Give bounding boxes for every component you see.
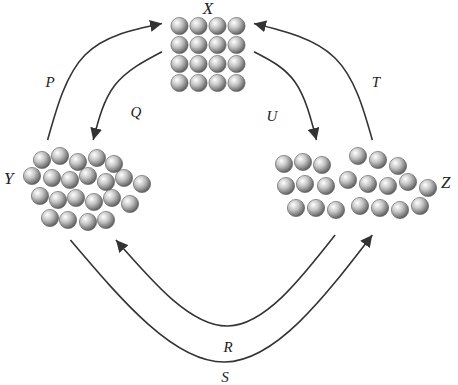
particle	[349, 147, 366, 164]
particle	[294, 153, 311, 170]
particle	[190, 36, 207, 53]
particle	[85, 193, 102, 210]
particle	[41, 209, 58, 226]
particle-cluster: Z	[270, 140, 456, 235]
particle	[97, 211, 114, 228]
particle	[399, 173, 416, 190]
particle	[228, 36, 245, 53]
arrow-letter: T	[370, 75, 382, 90]
state-letter: Y	[4, 170, 13, 187]
particle	[171, 17, 188, 34]
particle	[209, 74, 226, 91]
transition-arrow	[70, 235, 372, 362]
transition-arrow	[116, 235, 335, 326]
particle	[79, 213, 96, 230]
particle	[31, 187, 48, 204]
particle	[59, 211, 76, 228]
particle	[133, 175, 150, 192]
particle	[171, 36, 188, 53]
particle	[209, 55, 226, 72]
particle	[67, 189, 84, 206]
particle	[69, 153, 86, 170]
particle	[379, 177, 396, 194]
particle-picture	[270, 140, 456, 235]
particle	[228, 17, 245, 34]
particle	[190, 17, 207, 34]
particle	[79, 167, 96, 184]
particle	[115, 169, 132, 186]
particle	[23, 167, 40, 184]
particle	[351, 197, 368, 214]
particle	[43, 169, 60, 186]
arrow-letter: S	[219, 370, 231, 385]
particle	[171, 55, 188, 72]
particle-picture	[2, 140, 154, 240]
particle	[389, 157, 406, 174]
particle	[228, 55, 245, 72]
particle	[97, 173, 114, 190]
particle	[313, 156, 330, 173]
arrow-letter: P	[43, 75, 56, 90]
particle-cluster: X	[162, 0, 254, 94]
particle	[296, 175, 313, 192]
particle	[33, 151, 50, 168]
particle	[391, 201, 408, 218]
particle	[371, 199, 388, 216]
particle	[228, 74, 245, 91]
state-letter: Z	[441, 174, 450, 191]
particle	[339, 171, 356, 188]
transition-arrow	[48, 24, 162, 141]
particle	[190, 74, 207, 91]
particle	[275, 155, 292, 172]
transition-arrow	[93, 52, 162, 140]
particle	[369, 151, 386, 168]
particle	[287, 199, 304, 216]
particle	[171, 74, 188, 91]
particle	[411, 197, 428, 214]
particle	[103, 189, 120, 206]
particle	[419, 179, 436, 196]
particle-cluster: Y	[2, 140, 154, 240]
particle	[51, 147, 68, 164]
particle	[209, 17, 226, 34]
particle	[190, 55, 207, 72]
particle	[307, 199, 324, 216]
particle	[105, 155, 122, 172]
particle	[121, 195, 138, 212]
particle	[88, 149, 105, 166]
particle	[327, 201, 344, 218]
transition-arrow	[254, 52, 317, 140]
particle	[359, 175, 376, 192]
state-letter: X	[203, 0, 213, 17]
particle	[317, 177, 334, 194]
transition-arrow	[254, 24, 372, 141]
arrow-letter: R	[221, 340, 234, 355]
particle	[209, 36, 226, 53]
particle	[277, 177, 294, 194]
particle	[49, 191, 66, 208]
arrow-letter: Q	[129, 105, 144, 120]
arrow-letter: U	[265, 109, 280, 124]
particle	[61, 171, 78, 188]
